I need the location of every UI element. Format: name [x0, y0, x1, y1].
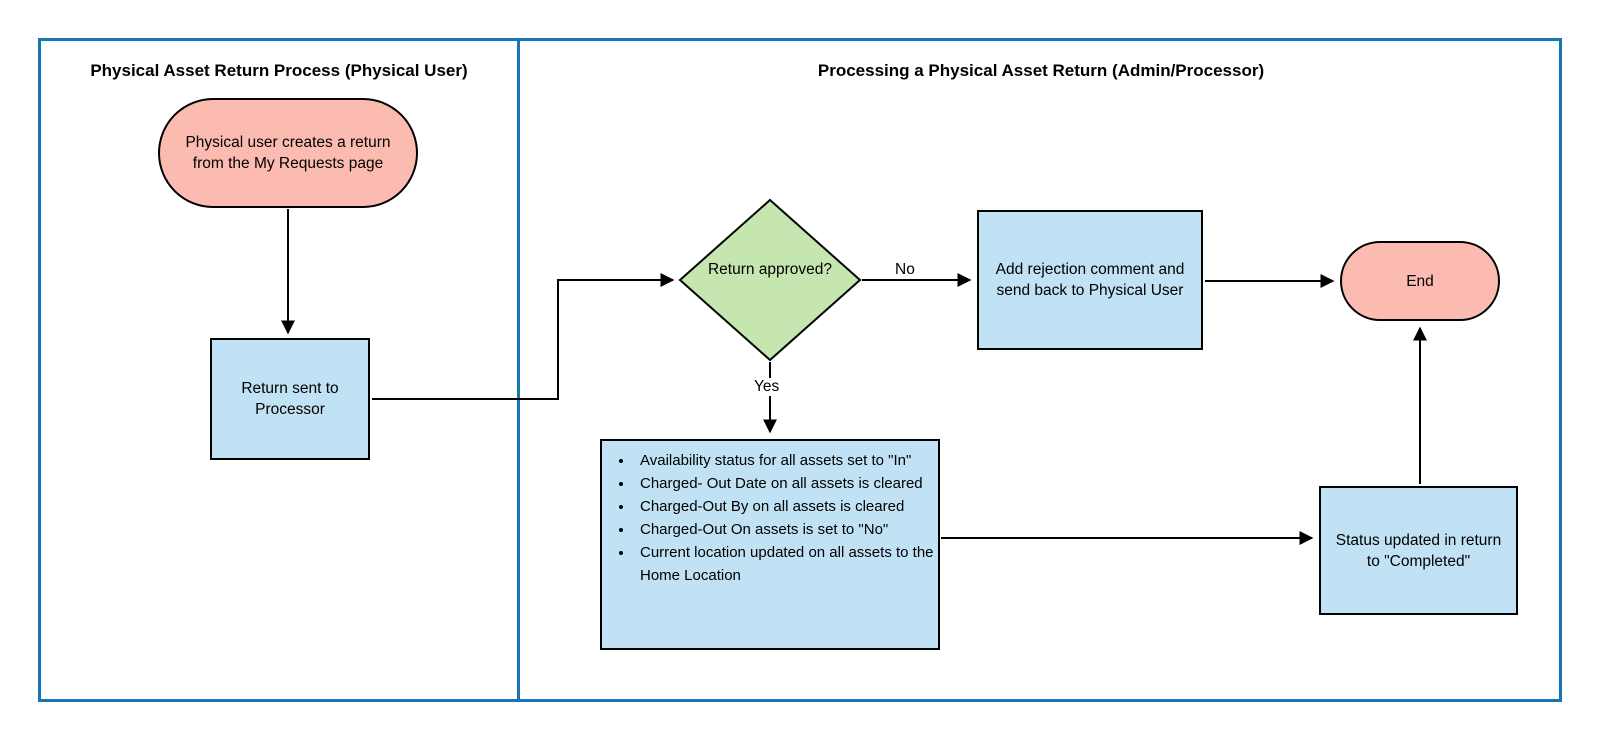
edge-label-yes: Yes	[752, 378, 782, 396]
node-start-label: Physical user creates a return from the …	[185, 134, 391, 172]
action-item: Charged-Out On assets is set to "No"	[634, 518, 938, 541]
node-end-terminator: End	[1340, 241, 1500, 321]
node-end-label: End	[1406, 272, 1434, 290]
lane-title-admin-processor: Processing a Physical Asset Return (Admi…	[817, 61, 1265, 80]
node-start-terminator: Physical user creates a return from the …	[158, 98, 418, 208]
swimlane-frame	[38, 38, 1562, 702]
actions-bullet-list: Availability status for all assets set t…	[602, 449, 938, 587]
action-item: Charged-Out By on all assets is cleared	[634, 495, 938, 518]
node-rejection-label: Add rejection comment and send back to P…	[995, 261, 1185, 299]
swimlane-divider	[517, 38, 520, 702]
node-status-updated: Status updated in return to "Completed"	[1319, 486, 1518, 615]
node-status-updated-label: Status updated in return to "Completed"	[1335, 531, 1502, 570]
action-item: Current location updated on all assets t…	[634, 541, 938, 587]
node-actions-list: Availability status for all assets set t…	[600, 439, 940, 650]
action-item: Availability status for all assets set t…	[634, 449, 938, 472]
node-rejection: Add rejection comment and send back to P…	[977, 210, 1203, 350]
node-decision-label: Return approved?	[707, 261, 833, 278]
edge-label-no: No	[893, 261, 917, 279]
action-item: Charged- Out Date on all assets is clear…	[634, 472, 938, 495]
node-return-sent: Return sent to Processor	[210, 338, 370, 460]
lane-title-physical-user: Physical Asset Return Process (Physical …	[90, 61, 468, 80]
node-return-sent-label: Return sent to Processor	[241, 380, 339, 418]
